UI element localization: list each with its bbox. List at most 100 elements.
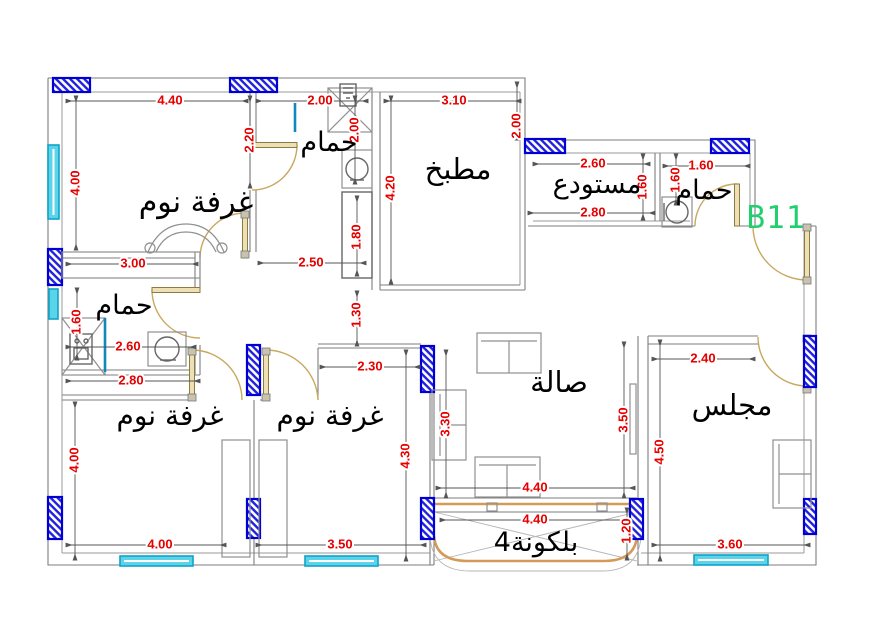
dimension-text: 1.60	[688, 157, 713, 172]
dimension-text: 4.40	[157, 92, 182, 107]
dimension-4.00-22: 4.00	[64, 401, 83, 561]
dimension-4.00-4: 4.00	[65, 95, 84, 251]
room-label-majlis: مجلس	[692, 388, 773, 422]
column-corridor-1	[245, 343, 262, 397]
sliding-door-tab	[486, 502, 498, 512]
sliding-door-tab	[596, 502, 608, 512]
dimension-text: 3.10	[441, 92, 466, 107]
window-left-2	[46, 495, 64, 541]
dimension-text: 1.80	[348, 224, 363, 249]
window-storage	[523, 137, 567, 155]
dimension-text: 3.60	[717, 536, 742, 551]
vanity-left	[61, 223, 228, 279]
dimension-text: 2.60	[115, 338, 140, 353]
dimension-text: 3.50	[615, 407, 630, 432]
dimension-4.20-6: 4.20	[380, 95, 399, 285]
dimension-1.60-15: 1.60	[665, 153, 684, 206]
dimension-1.60-17: 1.60	[66, 287, 85, 361]
room-label-hall: صالة	[530, 365, 588, 399]
dimension-text: 2.40	[690, 350, 715, 365]
door-bedroom-bottom-left	[187, 347, 243, 402]
shower-top	[327, 83, 373, 133]
window-cyan-left-small	[48, 288, 59, 320]
tv-unit-majlis	[629, 383, 637, 455]
dimension-4.00-30: 4.00	[65, 534, 227, 553]
dimension-1.80-7: 1.80	[346, 195, 365, 277]
dimension-3.10-2: 3.10	[383, 90, 522, 109]
dimension-1.60-12: 1.60	[632, 153, 651, 221]
dimension-text: 1.60	[667, 167, 682, 192]
dimension-2.50-9: 2.50	[257, 252, 367, 271]
dimension-text: 2.00	[508, 113, 523, 138]
dimension-3.50-25: 3.50	[613, 341, 632, 499]
dimension-4.40-0: 4.40	[65, 90, 249, 109]
dimension-2.00-5: 2.00	[344, 95, 363, 185]
dimension-text: 1.60	[68, 309, 83, 334]
dimension-2.80-19: 2.80	[65, 370, 201, 389]
dimension-text: 4.40	[522, 479, 547, 494]
dimension-1.20-29: 1.20	[616, 507, 635, 561]
dimension-text: 4.00	[66, 447, 81, 472]
unit-number-label: B11	[747, 200, 806, 236]
room-label-bathroom-left: حمام	[95, 290, 152, 321]
windows-cyan	[47, 144, 769, 567]
dimension-text: 2.50	[298, 254, 323, 269]
door-bedroom-top-left	[199, 210, 250, 259]
room-label-bedroom-top-left: غرفة نوم	[139, 185, 254, 220]
dimension-text: 4.50	[651, 439, 666, 464]
door-bathroom-left	[151, 287, 201, 339]
dimension-text: 1.60	[634, 174, 649, 199]
dimension-text: 3.30	[437, 411, 452, 436]
dimension-text: 4.20	[382, 175, 397, 200]
dimension-2.40-21: 2.40	[651, 348, 756, 367]
dimension-4.40-27: 4.40	[435, 477, 636, 496]
sofa-hall-top	[476, 332, 542, 374]
wardrobe-1	[221, 439, 251, 558]
dimension-3.60-32: 3.60	[651, 534, 811, 553]
room-label-bathroom-right: حمام	[675, 175, 732, 206]
dimension-2.20-3: 2.20	[239, 95, 258, 189]
sofa-majlis	[772, 439, 812, 509]
dimension-2.60-11: 2.60	[532, 153, 651, 172]
dimension-text: 4.30	[397, 443, 412, 468]
dimension-2.80-13: 2.80	[527, 202, 656, 221]
duct	[341, 191, 373, 279]
dimension-1.30-16: 1.30	[346, 290, 365, 347]
unit-label-group: B11	[747, 200, 806, 236]
door-bathroom-right	[694, 183, 740, 227]
dimension-text: 4.40	[522, 511, 547, 526]
room-label-kitchen: مطبخ	[425, 152, 492, 186]
dimension-text: 2.60	[580, 155, 605, 170]
dimension-text: 2.20	[241, 127, 256, 152]
dimension-3.30-23: 3.30	[435, 349, 454, 499]
window-top-2	[228, 76, 279, 94]
fixtures	[61, 83, 812, 558]
door-bedroom-bottom-center	[261, 347, 319, 402]
dimension-2.30-20: 2.30	[319, 356, 421, 375]
toilet-left	[147, 331, 187, 367]
window-right-1	[802, 334, 818, 389]
dimension-text: 3.00	[120, 255, 145, 270]
dimension-text: 1.30	[348, 302, 363, 327]
dimension-2.00-1: 2.00	[255, 90, 369, 109]
dimension-text: 2.80	[580, 204, 605, 219]
room-label-bedroom-bottom-left: غرفة نوم	[117, 399, 224, 432]
door-entrance	[752, 223, 812, 285]
dimension-4.40-28: 4.40	[439, 509, 629, 528]
room-label-bathroom-top: حمام	[300, 127, 357, 158]
dimension-text: 3.50	[327, 536, 352, 551]
column-balcony-left	[419, 496, 436, 541]
dimension-text: 4.00	[147, 536, 172, 551]
window-bath-right	[709, 137, 751, 155]
dimension-text: 2.00	[346, 117, 361, 142]
room-label-bedroom-bottom-center: غرفة نوم	[277, 399, 384, 432]
sofa-hall-bottom	[474, 456, 541, 498]
dimensions: 4.40 2.00 3.10 2.20 4.00 2.00 4.20 1.80 3.00 2.50…	[64, 81, 811, 562]
dimension-text: 2.00	[307, 92, 332, 107]
column-hall-1	[419, 344, 436, 394]
column-balcony-right	[628, 497, 645, 541]
window-left-1	[46, 247, 64, 287]
